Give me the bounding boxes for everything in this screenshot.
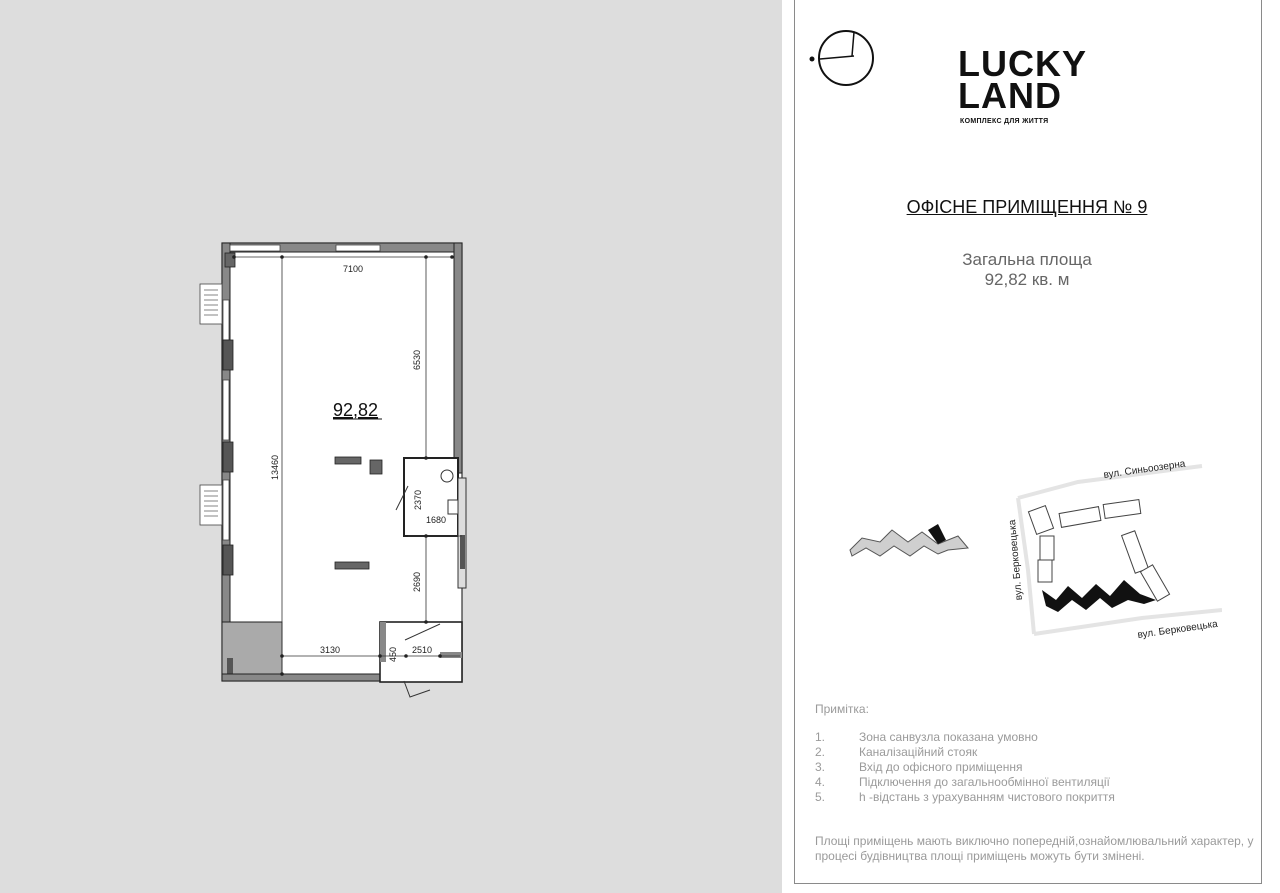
area-value: 92,82 кв. м bbox=[984, 270, 1070, 289]
floor-plan: 7100 6530 13460 2370 1680 2690 3130 450 … bbox=[199, 242, 467, 698]
column-center-1 bbox=[334, 456, 362, 465]
vestibule-ledge bbox=[440, 652, 462, 658]
dimension-ticks bbox=[232, 255, 454, 676]
dim-wc-width: 1680 bbox=[426, 515, 446, 525]
note-number: 2. bbox=[815, 745, 826, 759]
right-wall-lower bbox=[457, 477, 467, 589]
site-plan: вул. Синьоозерна вул. Берковецька вул. Б… bbox=[849, 459, 1222, 641]
column-center-3 bbox=[334, 561, 370, 570]
brand-tagline: КОМПЛЕКС ДЛЯ ЖИТТЯ bbox=[960, 118, 1049, 125]
info-sheet: LUCKY LAND КОМПЛЕКС ДЛЯ ЖИТТЯ ОФІСНЕ ПРИ… bbox=[782, 0, 1280, 893]
floor-plan-pane: 7100 6530 13460 2370 1680 2690 3130 450 … bbox=[199, 242, 467, 698]
dim-bottom-mid: 450 bbox=[388, 647, 398, 662]
dim-left-height: 13460 bbox=[270, 455, 280, 480]
entrance-door-1 bbox=[404, 623, 441, 641]
window-left-3 bbox=[222, 479, 230, 541]
dimension-lines bbox=[234, 256, 462, 674]
right-wall-upper bbox=[453, 242, 463, 474]
sheet-frame bbox=[794, 0, 1262, 884]
building-silhouette bbox=[849, 529, 969, 557]
ac-grille-2 bbox=[204, 490, 218, 517]
dim-right-lower: 2690 bbox=[412, 572, 422, 592]
right-column bbox=[460, 535, 465, 569]
dim-bottom-left: 3130 bbox=[320, 645, 340, 655]
building-highlight bbox=[928, 524, 946, 544]
site-roads bbox=[1016, 464, 1222, 636]
dim-wc-height: 2370 bbox=[413, 490, 423, 510]
brand-logo: LUCKY LAND КОМПЛЕКС ДЛЯ ЖИТТЯ bbox=[958, 43, 1098, 126]
sink-icon bbox=[447, 499, 459, 515]
street-bottom: вул. Берковецька bbox=[1137, 619, 1219, 641]
window-top-2 bbox=[335, 244, 381, 252]
column-left-1 bbox=[222, 339, 234, 371]
note-item: 1. Зона санвузла показана умовно bbox=[815, 730, 1255, 745]
window-left-2 bbox=[222, 379, 230, 441]
column-left-2 bbox=[222, 441, 234, 473]
column-left-3 bbox=[222, 544, 234, 576]
ac-grille-1 bbox=[204, 289, 218, 316]
notes-section: Примітка: 1. Зона санвузла показана умов… bbox=[815, 702, 1255, 805]
note-text: Вхід до офісного приміщення bbox=[859, 760, 1023, 774]
note-number: 4. bbox=[815, 775, 826, 789]
note-item: 4. Підключення до загальнообмінної венти… bbox=[815, 775, 1255, 790]
window-top-1 bbox=[229, 244, 281, 252]
note-text: Каналізаційний стояк bbox=[859, 745, 978, 759]
ac-unit-2 bbox=[199, 484, 223, 526]
window-left-1 bbox=[222, 299, 230, 341]
ac-unit-1 bbox=[199, 283, 223, 325]
brand-line-2: LAND bbox=[958, 75, 1062, 116]
note-item: 5. h -відстань з урахуванням чистового п… bbox=[815, 790, 1255, 805]
entrance-door-2 bbox=[403, 680, 431, 698]
note-number: 3. bbox=[815, 760, 826, 774]
street-top: вул. Синьоозерна bbox=[1103, 459, 1187, 481]
toilet-icon bbox=[440, 469, 454, 483]
dim-top-width: 7100 bbox=[343, 264, 363, 274]
compass-icon bbox=[809, 30, 874, 86]
site-buildings bbox=[1027, 498, 1171, 602]
brand-line-1: LUCKY bbox=[958, 43, 1087, 84]
note-text: Підключення до загальнообмінної вентиляц… bbox=[859, 775, 1110, 789]
area-label: Загальна площа bbox=[962, 250, 1092, 269]
wc-door bbox=[395, 485, 409, 511]
notes-title: Примітка: bbox=[815, 702, 869, 716]
dim-right-upper: 6530 bbox=[412, 350, 422, 370]
highlighted-section bbox=[1042, 580, 1156, 612]
note-item: 2. Каналізаційний стояк bbox=[815, 745, 1255, 760]
corner-column bbox=[224, 252, 236, 268]
note-number: 1. bbox=[815, 730, 826, 744]
office-title: ОФІСНЕ ПРИМІЩЕННЯ № 9 bbox=[906, 197, 1148, 217]
shaded-column bbox=[227, 658, 233, 674]
bottom-wall bbox=[221, 673, 383, 682]
dim-bottom-right: 2510 bbox=[412, 645, 432, 655]
note-number: 5. bbox=[815, 790, 826, 804]
note-text: Зона санвузла показана умовно bbox=[859, 730, 1038, 744]
room-area-label: 92,82 bbox=[333, 400, 378, 420]
note-text: h -відстань з урахуванням чистового покр… bbox=[859, 790, 1115, 804]
column-center-2 bbox=[369, 459, 383, 475]
area-block: Загальна площа 92,82 кв. м bbox=[782, 250, 1272, 290]
note-item: 3. Вхід до офісного приміщення bbox=[815, 760, 1255, 775]
vestibule-wall bbox=[380, 622, 386, 662]
disclaimer: Площі приміщень мають виключно попередні… bbox=[815, 834, 1254, 863]
